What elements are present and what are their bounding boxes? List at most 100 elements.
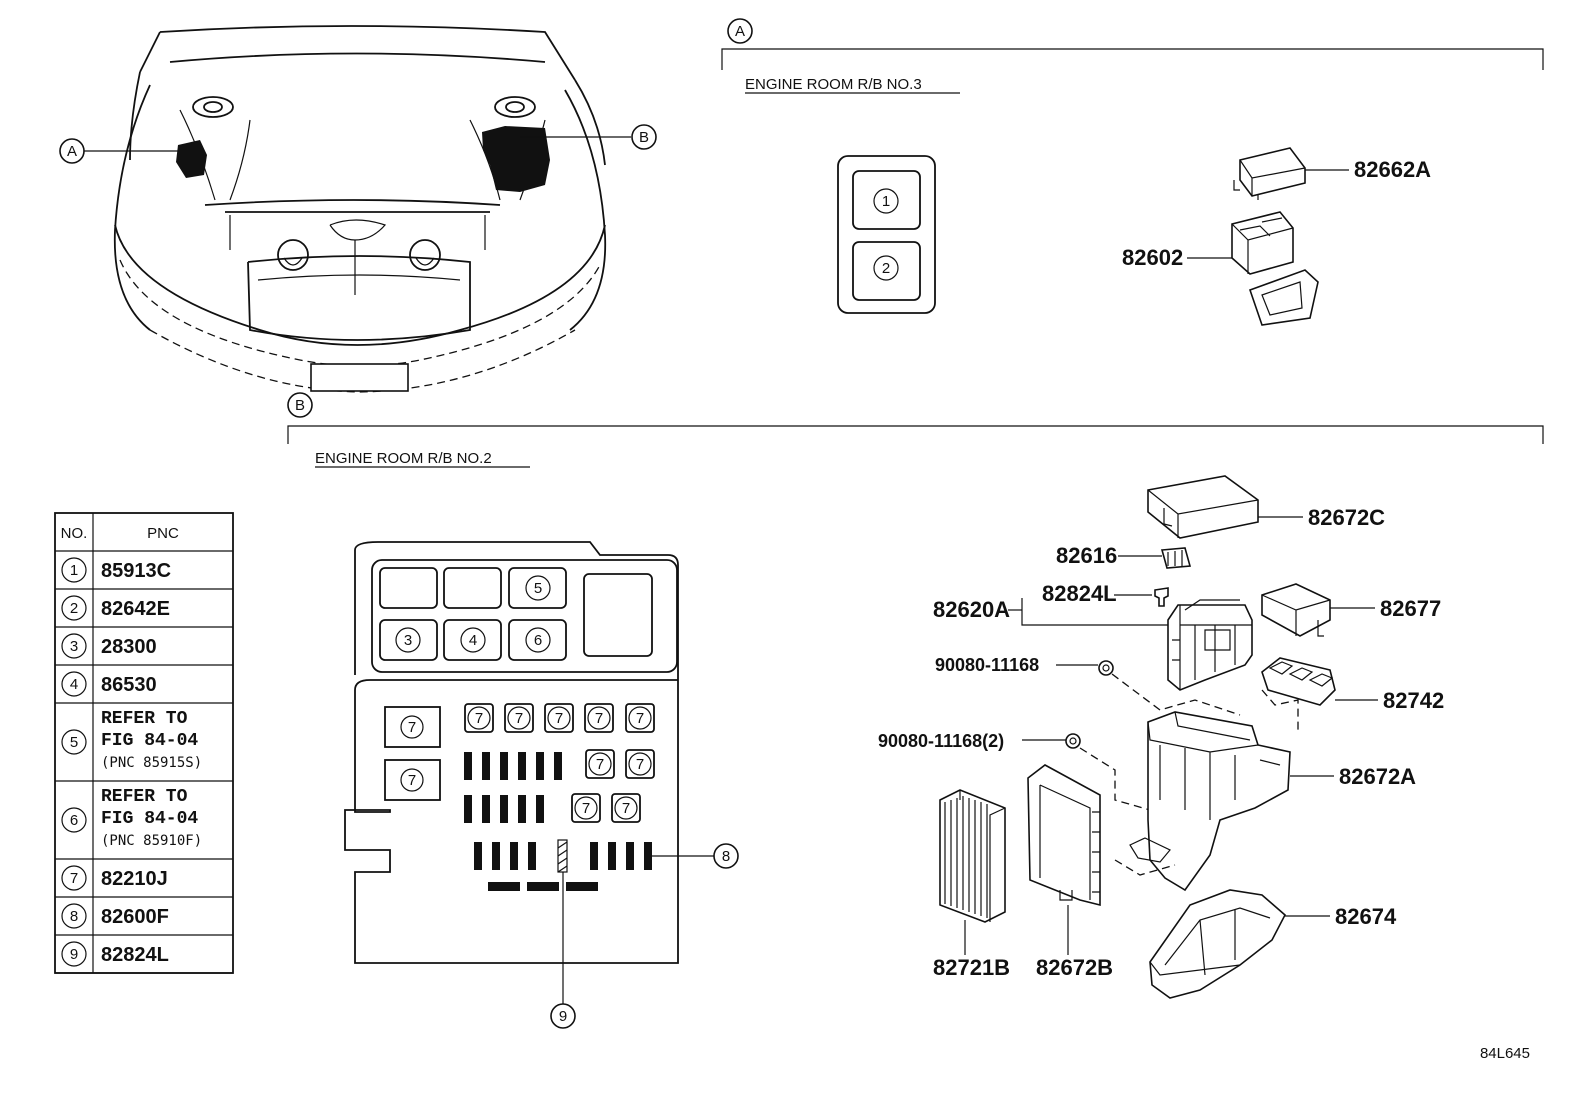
- no2-slot-3: 3: [404, 632, 412, 649]
- table-row: 9 82824L: [61, 941, 169, 967]
- row-number-badge: [61, 557, 87, 583]
- row-pnc-line: FIG 84-04: [101, 809, 198, 829]
- part-82672b-label: 82672B: [1036, 955, 1113, 980]
- relay-7-slot: 7: [625, 749, 655, 779]
- section-a-title: ENGINE ROOM R/B NO.3: [745, 76, 922, 93]
- part-82616-label: 82616: [1056, 543, 1117, 568]
- figure-id: 84L645: [1480, 1045, 1530, 1062]
- table-header-pnc: PNC: [147, 525, 179, 542]
- part-82824l-drawing: [1114, 587, 1169, 607]
- row-number: 2: [70, 600, 78, 617]
- relay-7-label: 7: [555, 710, 563, 727]
- part-82672a-label: 82672A: [1339, 764, 1416, 789]
- table-header-no: NO.: [61, 525, 88, 542]
- no3-slot-1: 1: [882, 193, 890, 210]
- row-pnc: 82824L: [101, 944, 169, 966]
- part-82674-drawing: [1149, 889, 1330, 999]
- relay-7-slot: 7: [400, 768, 424, 792]
- section-a-letter: A: [735, 23, 745, 40]
- part-90080-top-label: 90080-11168: [935, 655, 1039, 675]
- relay-7-slot: 7: [585, 749, 615, 779]
- row-pnc-line: FIG 84-04: [101, 731, 198, 751]
- no2-slot-5: 5: [534, 580, 542, 597]
- part-82602-label: 82602: [1122, 245, 1183, 270]
- row-number: 6: [70, 812, 78, 829]
- part-90080-bottom-label: 90080-11168(2): [878, 731, 1004, 751]
- relay-block-no3: 1 2: [837, 155, 936, 314]
- relay-7-label: 7: [596, 756, 604, 773]
- relay-7-label: 7: [636, 710, 644, 727]
- part-82662a-drawing: [1233, 147, 1349, 200]
- row-pnc: 82600F: [101, 906, 169, 928]
- row-pnc: 82642E: [101, 598, 170, 620]
- relay-7-label: 7: [636, 756, 644, 773]
- relay-7-label: 7: [582, 800, 590, 817]
- row-pnc: 82210J: [101, 868, 168, 890]
- row-pnc-line: (PNC 85915S): [101, 755, 202, 771]
- no2-slot-6: 6: [534, 632, 542, 649]
- part-82674-label: 82674: [1335, 904, 1397, 929]
- callout-a-badge: A: [59, 138, 85, 164]
- relay-7-slot: 7: [504, 703, 534, 733]
- relay-7-label: 7: [515, 710, 523, 727]
- row-pnc-line: (PNC 85910F): [101, 833, 202, 849]
- row-number: 3: [70, 638, 78, 655]
- section-b-title: ENGINE ROOM R/B NO.2: [315, 450, 492, 467]
- no2-callout-9: 9: [559, 1008, 567, 1025]
- row-number-badge: [61, 903, 87, 929]
- table-row: 8 82600F: [61, 903, 169, 929]
- row-number-badge: [61, 865, 87, 891]
- part-82672c-drawing: [1147, 475, 1303, 539]
- part-82672a-drawing: [1114, 711, 1334, 892]
- table-row: 7 82210J: [61, 865, 168, 891]
- part-82602-drawing: [1187, 211, 1319, 326]
- part-90080-bottom-drawing: [1022, 733, 1151, 811]
- relay-7-label: 7: [622, 800, 630, 817]
- row-pnc: 28300: [101, 636, 157, 658]
- no3-slot-2: 2: [882, 260, 890, 277]
- row-number: 5: [70, 734, 78, 751]
- row-number-badge: [61, 595, 87, 621]
- row-pnc-line: REFER TO: [101, 787, 188, 807]
- section-b-header: B ENGINE ROOM R/B NO.2: [287, 392, 1544, 468]
- relay-block-no2: 5 3 4 6 8 9: [344, 541, 739, 1029]
- relay-7-slot: 7: [571, 793, 601, 823]
- row-number-badge: [61, 941, 87, 967]
- row-pnc: 86530: [101, 674, 157, 696]
- section-a-header: A ENGINE ROOM R/B NO.3: [721, 18, 1544, 94]
- relay-7-label: 7: [408, 719, 416, 736]
- part-82677-drawing: [1261, 583, 1375, 637]
- row-number: 7: [70, 870, 78, 887]
- part-82677-label: 82677: [1380, 596, 1441, 621]
- relay-7-slot: 7: [584, 703, 614, 733]
- part-90080-top-drawing: [1056, 660, 1241, 716]
- row-number-badge: [61, 729, 87, 755]
- no2-slot-4: 4: [469, 632, 477, 649]
- row-number: 9: [70, 946, 78, 963]
- relay-7-slot: 7: [625, 703, 655, 733]
- section-b-letter: B: [295, 397, 305, 414]
- relay-7-slot: 7: [544, 703, 574, 733]
- part-82672b-drawing: [1027, 764, 1101, 955]
- relay-7-label: 7: [475, 710, 483, 727]
- vehicle-front-view: [84, 25, 631, 393]
- callout-b-text: B: [639, 129, 649, 146]
- no2-callout-8: 8: [722, 848, 730, 865]
- row-number: 1: [70, 562, 78, 579]
- part-82662a-label: 82662A: [1354, 157, 1431, 182]
- part-82742-label: 82742: [1383, 688, 1444, 713]
- table-row: 2 82642E: [61, 595, 170, 621]
- part-82620a-drawing: [1021, 598, 1253, 691]
- part-82824l-label: 82824L: [1042, 581, 1117, 606]
- row-number-badge: [61, 807, 87, 833]
- row-number-badge: [61, 671, 87, 697]
- relay-7-label: 7: [408, 772, 416, 789]
- row-number: 8: [70, 908, 78, 925]
- callout-b-badge: B: [631, 124, 657, 150]
